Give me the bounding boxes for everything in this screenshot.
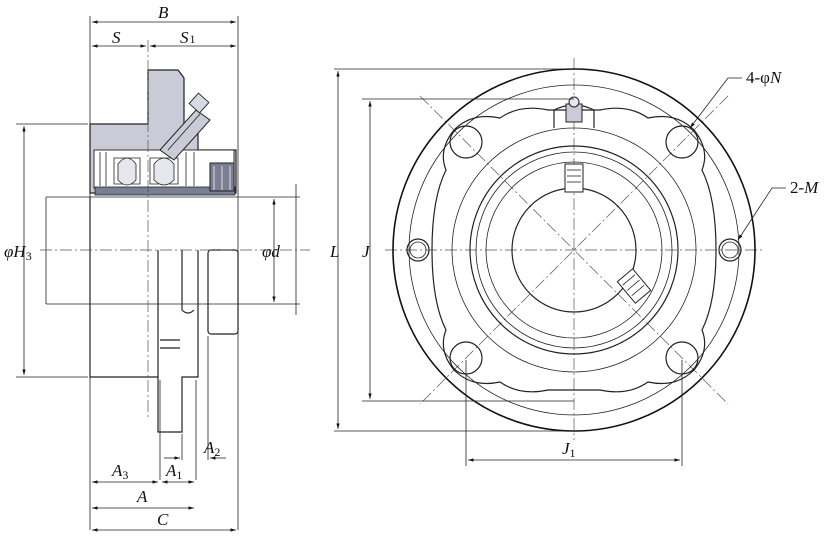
roller-elements <box>99 152 195 186</box>
label-C: C <box>157 510 169 529</box>
bolt-hole-top-right <box>665 125 699 159</box>
label-J: J <box>362 242 371 261</box>
label-H3: φH3 <box>4 242 32 263</box>
label-4-phiN: 4-φN <box>746 68 783 87</box>
insert-outer <box>469 145 679 355</box>
front-dimension-lines <box>336 71 680 462</box>
label-J1: J1 <box>562 439 576 460</box>
leader-lines <box>689 77 786 241</box>
diagonal-centerline-2 <box>419 95 729 405</box>
set-screw <box>209 162 235 192</box>
housing-boss-outer <box>451 127 697 373</box>
label-A3: A3 <box>111 461 128 482</box>
label-B: B <box>158 3 169 22</box>
label-L: L <box>329 242 339 261</box>
label-S1: S1 <box>180 28 196 47</box>
shaft <box>45 184 300 315</box>
front-grease-nipple <box>553 96 595 128</box>
label-S: S <box>112 28 121 47</box>
inner-ring-section <box>94 186 236 196</box>
set-screw-top <box>564 163 584 193</box>
tapped-holes <box>406 238 742 262</box>
label-A: A <box>136 487 148 506</box>
housing-outline-lower <box>89 197 239 433</box>
inner-ring-outer <box>485 161 663 339</box>
insert-ring <box>475 151 673 349</box>
flange-inner-circle <box>408 84 740 416</box>
side-view: B S S1 φH3 φd A3 A1 A2 A C <box>4 3 310 532</box>
bolt-hole-top-left <box>449 125 483 159</box>
tapped-hole-right <box>718 238 742 262</box>
label-A2: A2 <box>203 438 220 459</box>
label-2-M: 2-M <box>790 178 819 197</box>
extension-lines <box>16 16 239 530</box>
grease-nipple <box>159 92 211 161</box>
label-d: φd <box>262 242 280 261</box>
label-A1: A1 <box>165 461 182 482</box>
set-screw-lower <box>616 268 652 304</box>
housing-body-outline <box>431 107 717 393</box>
front-extension-lines <box>334 68 683 466</box>
dimension-lines <box>22 20 276 532</box>
tapped-hole-left <box>406 238 430 262</box>
front-view: L J J1 4-φN 2-M <box>329 58 819 466</box>
diagonal-centerline-1 <box>419 95 729 405</box>
